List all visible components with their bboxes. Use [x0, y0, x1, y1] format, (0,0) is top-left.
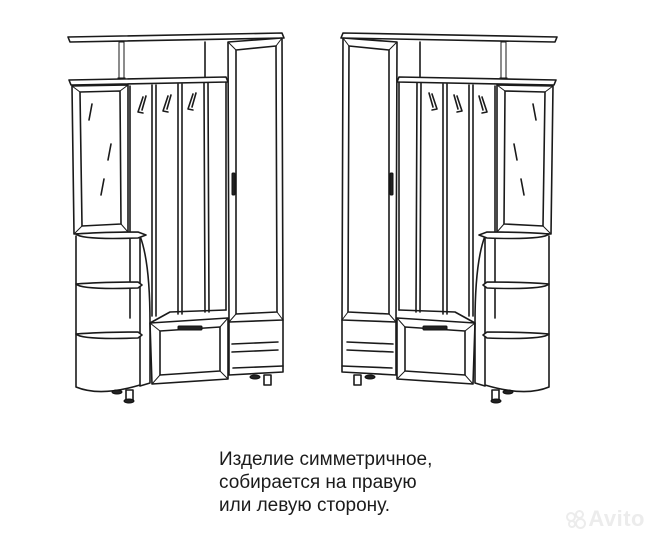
caption-line-2: собирается на правую — [219, 472, 417, 493]
caption-line-3: или левую сторону. — [219, 495, 391, 516]
caption-line-1: Изделие симметричное, — [219, 449, 433, 470]
furniture-right-assembly — [340, 32, 558, 404]
furniture-drawing — [67, 32, 558, 404]
caption: Изделие симметричное, собирается на прав… — [219, 448, 479, 517]
watermark-text: Avito — [588, 506, 645, 531]
avito-dots-icon — [566, 510, 587, 529]
watermark: Avito — [566, 506, 645, 532]
furniture-left-assembly — [67, 32, 285, 404]
